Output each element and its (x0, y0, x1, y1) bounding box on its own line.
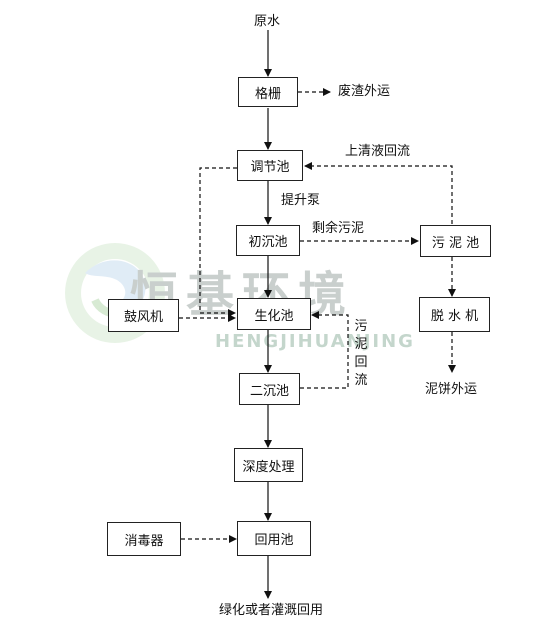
node-secondary: 二沉池 (239, 373, 300, 405)
node-screen: 格栅 (238, 77, 298, 107)
node-disinfector: 消毒器 (107, 522, 181, 556)
label-pump: 提升泵 (281, 193, 321, 208)
node-advanced: 深度处理 (234, 448, 303, 482)
edge-equalization-biochem-bypass (199, 167, 237, 317)
node-primary: 初沉池 (236, 225, 300, 256)
node-dewatering: 脱 水 机 (419, 297, 490, 332)
edge-supernatant-return (304, 162, 453, 224)
label-excess-sludge: 剩余污泥 (312, 221, 365, 236)
node-equalization: 调节池 (237, 150, 303, 181)
label-sludge-return: 污泥回流 (354, 319, 368, 388)
label-screen-waste: 废渣外运 (338, 84, 391, 99)
node-reuse-tank: 回用池 (237, 521, 311, 556)
node-sludge-tank: 污 泥 池 (420, 225, 491, 257)
node-biochem: 生化池 (237, 298, 311, 330)
watermark-subtitle: HENGJIHUANJING (215, 331, 415, 352)
label-final: 绿化或者灌溉回用 (219, 603, 324, 618)
node-blower: 鼓风机 (108, 299, 179, 332)
label-cake: 泥饼外运 (425, 382, 478, 397)
edge-sludge-return (300, 311, 349, 389)
label-source: 原水 (254, 14, 281, 29)
label-supernatant: 上清液回流 (345, 144, 411, 159)
